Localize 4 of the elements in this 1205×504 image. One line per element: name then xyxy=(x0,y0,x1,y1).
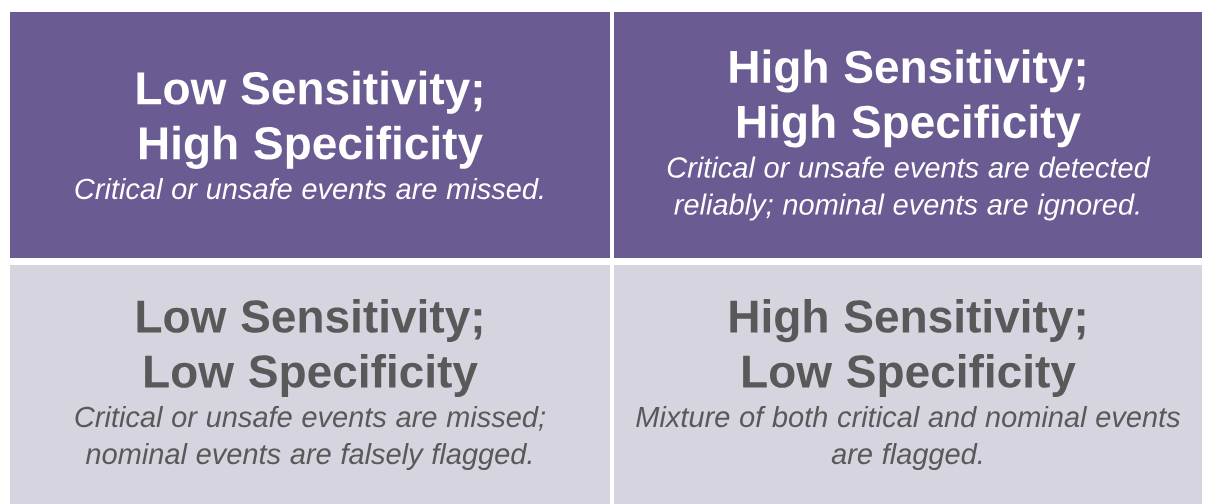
quadrant-box: Low Sensitivity; Low Specificity Critical or unsafe events are missed; nominal events are falsely flagged. xyxy=(10,265,610,504)
quadrant-box: High Sensitivity; High Specificity Critical or unsafe events are detected reliably; nominal events are ignored. xyxy=(614,12,1202,258)
quadrant-box: High Sensitivity; Low Specificity Mixture of both critical and nominal events are flagged. xyxy=(614,265,1202,504)
quadrant-box: Low Sensitivity; High Specificity Critical or unsafe events are missed. xyxy=(10,12,610,258)
